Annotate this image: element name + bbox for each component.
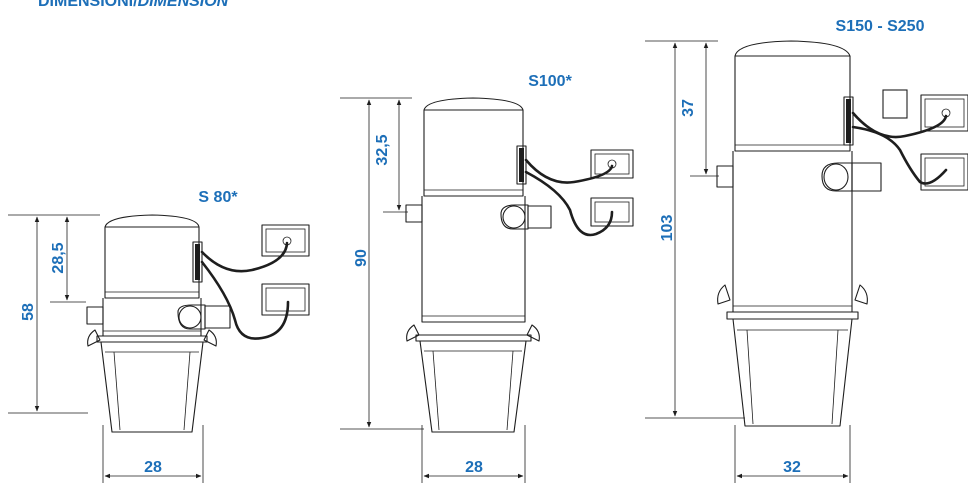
model-label-s80: S 80* bbox=[198, 189, 238, 206]
wall-socket-s150-top bbox=[920, 94, 968, 132]
title-main: DIMENSIONI/ bbox=[38, 0, 138, 10]
dimension-upper-s150: 37 bbox=[680, 42, 719, 177]
dimension-upper-s80: 28,5 bbox=[50, 216, 86, 303]
unit-s100: S100* bbox=[340, 73, 634, 483]
dimension-upper-s100: 32,5 bbox=[374, 99, 408, 213]
dimension-height-s150: 103 bbox=[645, 40, 745, 419]
dim-upper-height-s150: 37 bbox=[680, 99, 697, 117]
dim-upper-height-s80: 28,5 bbox=[50, 242, 67, 273]
dimension-height-s80: 58 bbox=[8, 214, 100, 414]
cable-s80-top bbox=[200, 241, 289, 273]
model-label-s150-s250: S150 - S250 bbox=[836, 18, 925, 35]
dimension-width-s100: 28 bbox=[421, 425, 526, 483]
dim-width-s150: 32 bbox=[783, 459, 801, 476]
wall-socket-s80-bottom bbox=[261, 283, 310, 316]
dim-total-height-s80: 58 bbox=[20, 303, 37, 321]
wall-socket-s100-top bbox=[590, 149, 634, 179]
dim-width-s100: 28 bbox=[465, 459, 483, 476]
diagram-title: DIMENSIONI/DIMENSION bbox=[38, 0, 228, 10]
cable-s80-bottom bbox=[200, 260, 290, 340]
dim-width-s80: 28 bbox=[144, 459, 162, 476]
cable-s150-top bbox=[851, 111, 948, 139]
dimension-width-s150: 32 bbox=[734, 425, 851, 483]
wall-socket-s150-bottom bbox=[920, 153, 968, 191]
vacuum-body-s80 bbox=[86, 214, 231, 433]
vacuum-body-s100 bbox=[405, 97, 552, 433]
dim-total-height-s100: 90 bbox=[353, 249, 370, 267]
dimension-width-s80: 28 bbox=[102, 425, 204, 483]
cable-s100-bottom bbox=[524, 170, 614, 237]
vacuum-body-s150-s250 bbox=[716, 40, 908, 427]
dimension-height-s100: 90 bbox=[340, 97, 424, 430]
dim-total-height-s150: 103 bbox=[659, 215, 676, 242]
unit-s80: S 80* bbox=[8, 189, 310, 483]
cable-s150-bottom bbox=[851, 125, 948, 185]
title-italic: DIMENSION bbox=[137, 0, 229, 10]
unit-s150-s250: S150 - S250 bbox=[645, 18, 968, 483]
dim-upper-height-s100: 32,5 bbox=[374, 134, 391, 165]
cable-s100-top bbox=[524, 158, 614, 184]
wall-socket-s100-bottom bbox=[590, 197, 634, 227]
model-label-s100: S100* bbox=[528, 73, 572, 90]
